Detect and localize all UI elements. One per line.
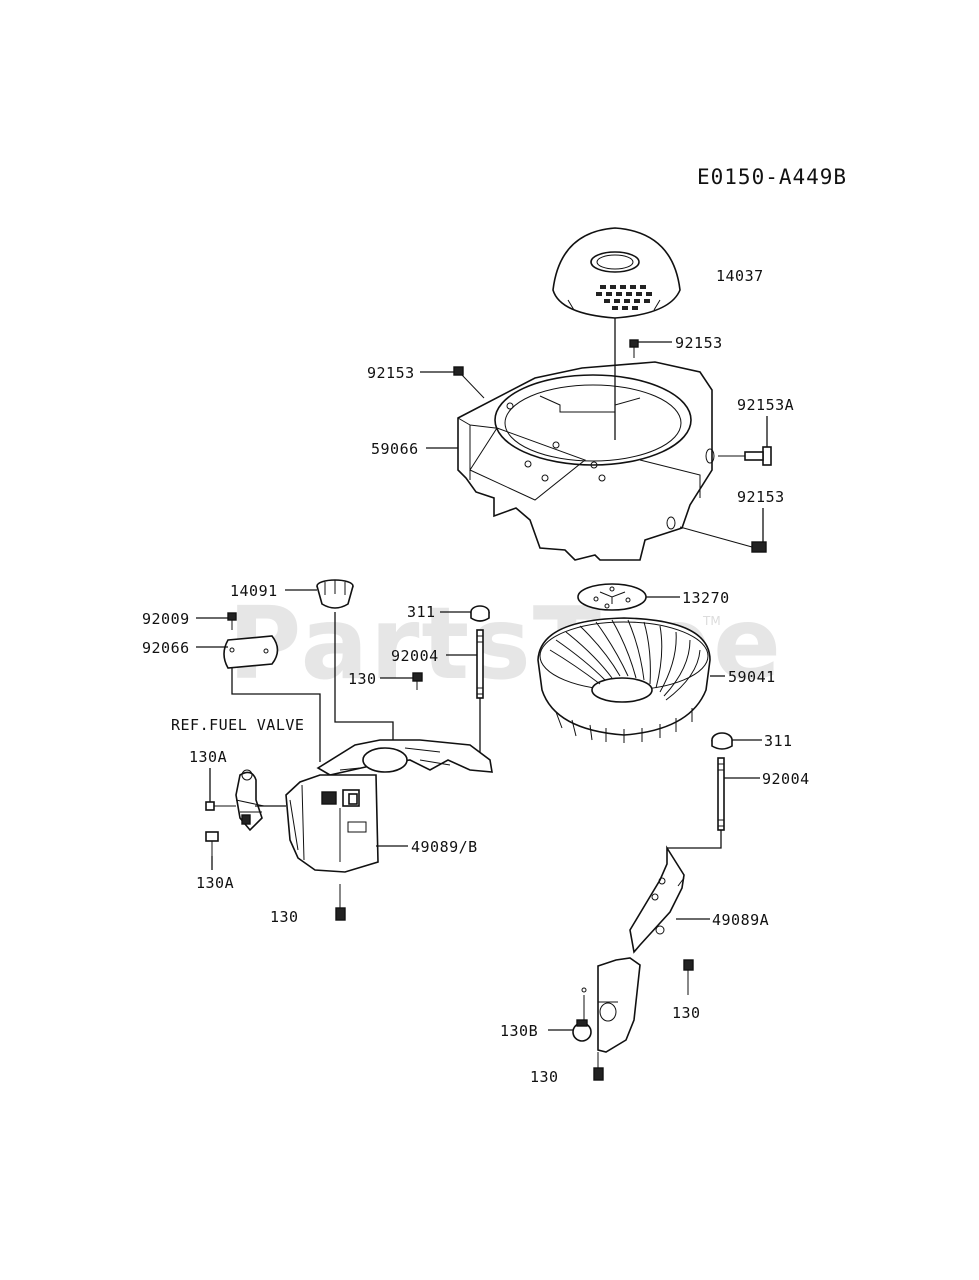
bushing-14091-part [316, 579, 354, 609]
bolt-130a-top [205, 801, 236, 811]
label-59041: 59041 [728, 668, 776, 686]
label-59066: 59066 [371, 440, 419, 458]
shroud-49089a-part [581, 845, 685, 1053]
label-311-bottom: 311 [764, 732, 793, 750]
label-92066: 92066 [142, 639, 190, 657]
nut-311-top [470, 605, 490, 622]
diagram-code: E0150-A449B [697, 165, 847, 189]
label-92153-right: 92153 [737, 488, 785, 506]
label-49089b: 49089/B [411, 838, 478, 856]
label-49089a: 49089A [712, 911, 769, 929]
bolt-92153-top [629, 339, 639, 358]
flywheel-59041-part [537, 617, 711, 743]
plate-92066-part [223, 635, 279, 669]
label-130a-top: 130A [189, 748, 227, 766]
screw-92009-part [227, 612, 237, 630]
label-92009: 92009 [142, 610, 190, 628]
shroud-49089b-part [285, 739, 493, 873]
label-14091: 14091 [230, 582, 278, 600]
screen-part [552, 227, 681, 319]
label-92153-left: 92153 [367, 364, 415, 382]
label-130-a: 130 [348, 670, 377, 688]
bolt-92153-left [453, 366, 485, 399]
label-14037: 14037 [716, 267, 764, 285]
label-ref-fuel-valve: REF.FUEL VALVE [171, 716, 304, 734]
fuel-valve-bracket [235, 769, 265, 832]
watermark-tm: TM [702, 614, 721, 628]
stud-92004-top [476, 629, 484, 699]
label-92004-top: 92004 [391, 647, 439, 665]
label-13270: 13270 [682, 589, 730, 607]
screw-130-c [683, 959, 694, 995]
screw-130-d [593, 1052, 604, 1081]
screw-130-a [412, 672, 423, 690]
stud-92004-bottom [717, 757, 725, 831]
part-130b [572, 1019, 592, 1042]
label-130-c: 130 [672, 1004, 701, 1022]
screw-130-b [335, 884, 346, 921]
label-130a-bottom: 130A [196, 874, 234, 892]
bolt-130a-bottom [205, 831, 219, 856]
nut-311-bottom [711, 732, 733, 750]
plate-13270-part [577, 583, 647, 611]
label-92153-top: 92153 [675, 334, 723, 352]
label-130b: 130B [500, 1022, 538, 1040]
label-130-b: 130 [270, 908, 299, 926]
label-311-top: 311 [407, 603, 436, 621]
label-130-d: 130 [530, 1068, 559, 1086]
bolt-92153-right [679, 526, 767, 553]
blower-housing-part [457, 361, 715, 561]
bolt-92153a [718, 446, 772, 466]
label-92004-bottom: 92004 [762, 770, 810, 788]
label-92153a: 92153A [737, 396, 794, 414]
